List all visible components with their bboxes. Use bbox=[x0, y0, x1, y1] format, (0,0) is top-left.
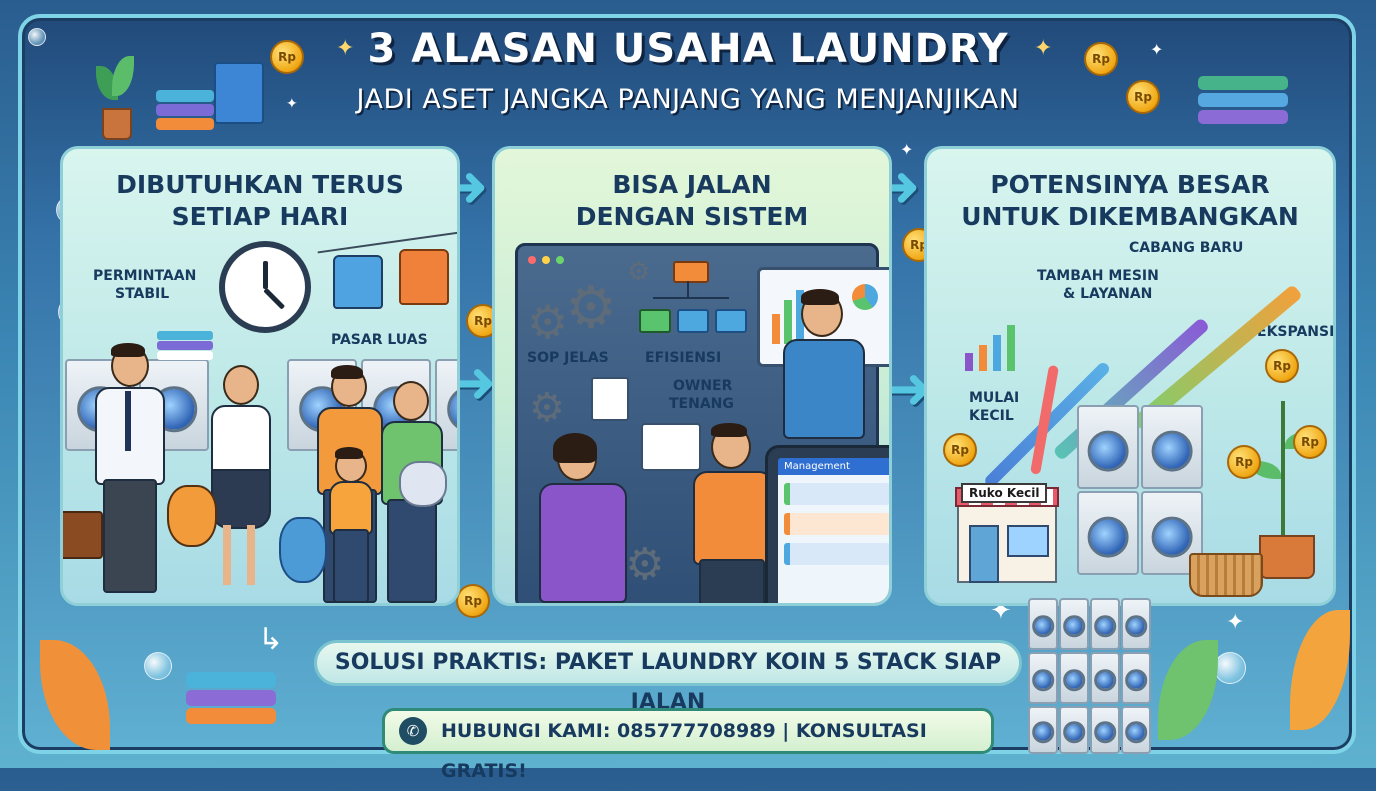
washing-machine bbox=[1077, 491, 1139, 575]
chart-bubble-icon bbox=[641, 423, 701, 471]
coin-icon: Rp bbox=[456, 584, 490, 618]
shop-sign: Ruko Kecil bbox=[961, 483, 1048, 503]
person-student bbox=[167, 361, 281, 603]
gear-icon: ⚙ bbox=[565, 273, 617, 341]
sparkle-icon: ✦ bbox=[900, 140, 914, 159]
folded-towels-icon bbox=[186, 672, 276, 728]
curved-arrow-icon: ↳ bbox=[258, 622, 284, 657]
coin-icon: Rp bbox=[1084, 42, 1118, 76]
panel-title: POTENSINYA BESAR UNTUK DIKEMBANGKAN bbox=[961, 170, 1299, 231]
gear-icon: ⚙ bbox=[529, 385, 565, 431]
bar-chart-icon bbox=[961, 319, 1019, 371]
gear-icon: ⚙ bbox=[625, 539, 665, 590]
document-icon bbox=[591, 377, 629, 421]
coin-icon: Rp bbox=[270, 40, 304, 74]
sparkle-icon: ✦ bbox=[286, 96, 298, 112]
bubble bbox=[1214, 652, 1246, 684]
page-title: 3 ALASAN USAHA LAUNDRY bbox=[367, 26, 1009, 72]
label-start-small: MULAI KECIL bbox=[969, 390, 1020, 424]
coin-icon: Rp bbox=[943, 433, 977, 467]
coin-icon: Rp bbox=[1265, 349, 1299, 383]
person-child bbox=[325, 447, 373, 603]
person-businessman bbox=[63, 343, 173, 603]
contact-text: HUBUNGI KAMI: 085777708989 | KONSULTASI … bbox=[441, 720, 927, 782]
gear-icon: ⚙ bbox=[527, 295, 569, 349]
clock-icon bbox=[219, 241, 311, 333]
shop-building bbox=[955, 487, 1059, 583]
bubble bbox=[28, 28, 46, 46]
washing-machine bbox=[1077, 405, 1139, 489]
person-owner bbox=[773, 289, 873, 441]
folded-towels-icon bbox=[1198, 76, 1288, 128]
shirt-icon bbox=[399, 249, 449, 305]
panel-title: DIBUTUHKAN TERUS SETIAP HARI bbox=[116, 170, 404, 231]
label-expansion: EKSPANSI bbox=[1257, 324, 1335, 340]
sparkle-icon: ✦ bbox=[1226, 610, 1245, 635]
shopping-bag-icon bbox=[214, 62, 264, 124]
sparkle-icon: ✦ bbox=[1150, 40, 1164, 59]
label-add-machines: TAMBAH MESIN & LAYANAN bbox=[1037, 268, 1159, 302]
label-sop: SOP JELAS bbox=[527, 350, 609, 366]
washing-machine bbox=[1141, 405, 1203, 489]
laundry-bag bbox=[279, 517, 327, 583]
cta-banner: SOLUSI PRAKTIS: PAKET LAUNDRY KOIN 5 STA… bbox=[314, 640, 1022, 715]
person-staff-woman bbox=[531, 433, 631, 603]
page-subtitle: JADI ASET JANGKA PANJANG YANG MENJANJIKA… bbox=[356, 84, 1020, 115]
label-owner: OWNER TENANG bbox=[669, 378, 734, 412]
panel-daily-demand: DIBUTUHKAN TERUS SETIAP HARI PERMINTAAN … bbox=[60, 146, 460, 606]
coin-icon: Rp bbox=[1126, 80, 1160, 114]
sparkle-icon: ✦ bbox=[1034, 36, 1053, 61]
label-efficiency: EFISIENSI bbox=[645, 350, 722, 366]
folded-towels-icon bbox=[157, 331, 213, 361]
label-new-branch: CABANG BARU bbox=[1129, 240, 1244, 256]
plant-icon bbox=[94, 56, 134, 140]
bubble bbox=[144, 652, 172, 680]
money-plant bbox=[1245, 371, 1325, 581]
panel-system: BISA JALAN DENGAN SISTEM ⚙ ⚙ ⚙ ⚙ ⚙ SOP J… bbox=[492, 146, 892, 606]
washing-machine bbox=[1141, 491, 1203, 575]
gear-icon: ⚙ bbox=[627, 257, 651, 287]
contact-banner[interactable]: ✆ HUBUNGI KAMI: 085777708989 | KONSULTAS… bbox=[382, 708, 994, 782]
folded-towels-icon bbox=[156, 90, 214, 130]
panel-title: BISA JALAN DENGAN SISTEM bbox=[575, 170, 809, 231]
label-demand: PERMINTAAN STABIL bbox=[93, 268, 197, 302]
panel-growth: POTENSINYA BESAR UNTUK DIKEMBANGKAN CABA… bbox=[924, 146, 1336, 606]
coin-icon: Rp bbox=[1227, 445, 1261, 479]
laundry-basket bbox=[1189, 553, 1263, 597]
shirt-icon bbox=[333, 255, 383, 309]
coin-laundry-stack bbox=[1028, 598, 1152, 754]
phone-icon: ✆ bbox=[399, 717, 427, 745]
sparkle-icon: ✦ bbox=[336, 36, 355, 61]
person-staff-man bbox=[685, 423, 777, 603]
coin-icon: Rp bbox=[1293, 425, 1327, 459]
person-mother bbox=[375, 377, 447, 603]
management-tablet: Management bbox=[765, 445, 889, 603]
label-market: PASAR LUAS bbox=[331, 332, 428, 348]
